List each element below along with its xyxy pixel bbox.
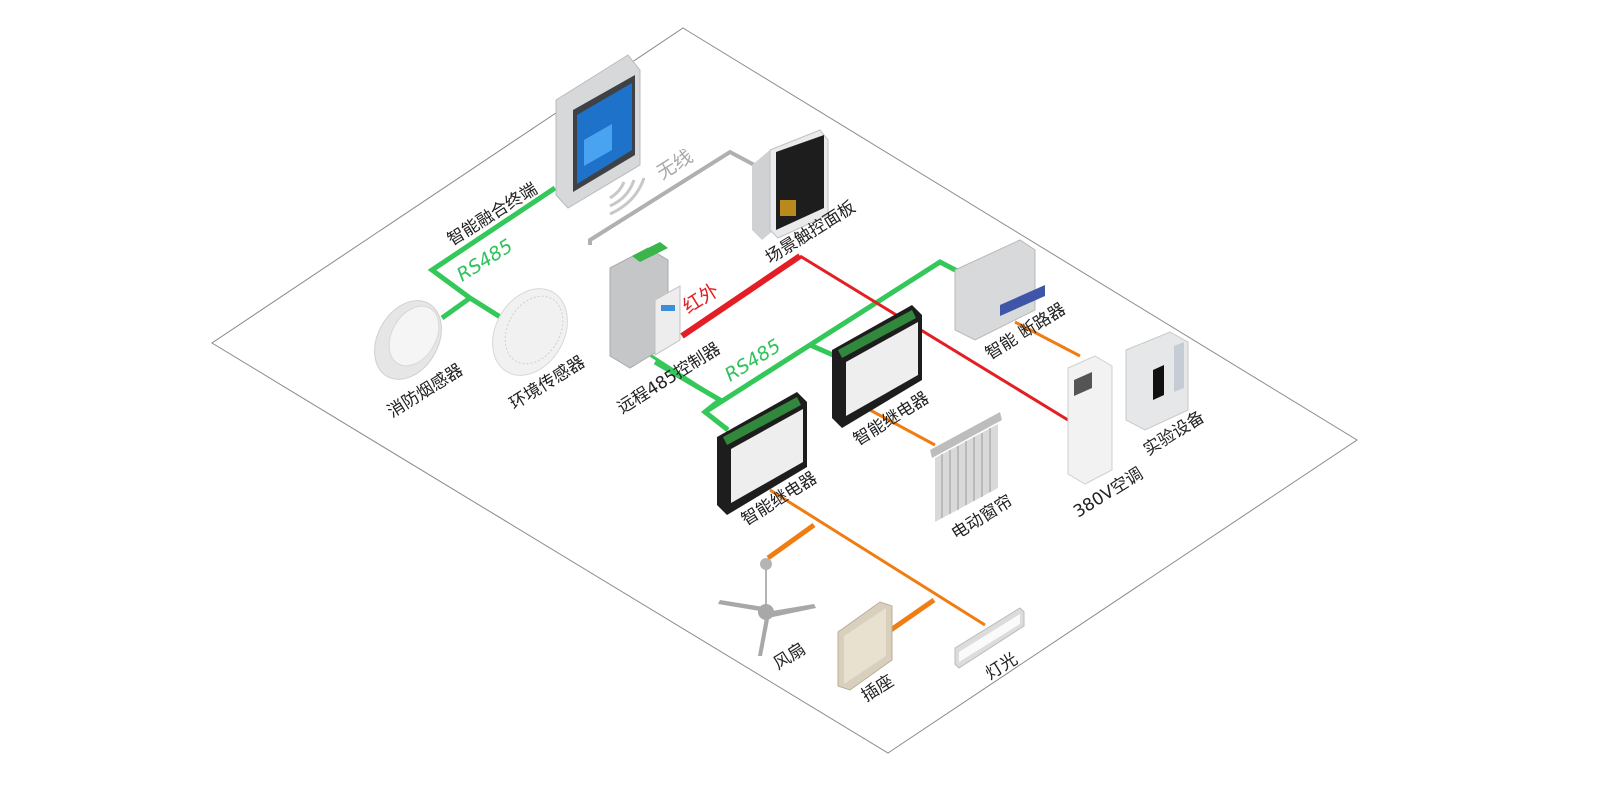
- ceiling-fan[interactable]: [718, 558, 816, 656]
- power-links: [766, 320, 1081, 635]
- environment-sensor[interactable]: [478, 275, 583, 389]
- electric-curtain[interactable]: [930, 412, 1002, 522]
- smart-relay-right[interactable]: [832, 305, 922, 428]
- ceiling-light[interactable]: [954, 607, 1025, 669]
- label-terminal: 智能融合终端: [444, 179, 541, 250]
- air-conditioner[interactable]: [1067, 355, 1113, 485]
- wireless-link: [588, 149, 761, 245]
- smoke-detector[interactable]: [361, 289, 455, 392]
- label-light: 灯光: [982, 649, 1021, 684]
- wall-socket[interactable]: [837, 601, 893, 691]
- infrared-link: [680, 253, 1069, 422]
- smart-breaker[interactable]: [954, 239, 1045, 341]
- smart-relay-left[interactable]: [717, 392, 807, 515]
- remote-485-controller[interactable]: [609, 242, 681, 369]
- label-fan: 风扇: [770, 639, 809, 674]
- wifi-signal-icon: [609, 177, 646, 216]
- rs485-branch-thin: [649, 353, 721, 402]
- lab-equipment[interactable]: [1125, 331, 1189, 431]
- floor-outline: [211, 27, 1358, 754]
- scene-touch-panel[interactable]: [752, 129, 829, 240]
- smart-terminal[interactable]: [555, 54, 641, 209]
- rs485-link-top: [427, 185, 557, 323]
